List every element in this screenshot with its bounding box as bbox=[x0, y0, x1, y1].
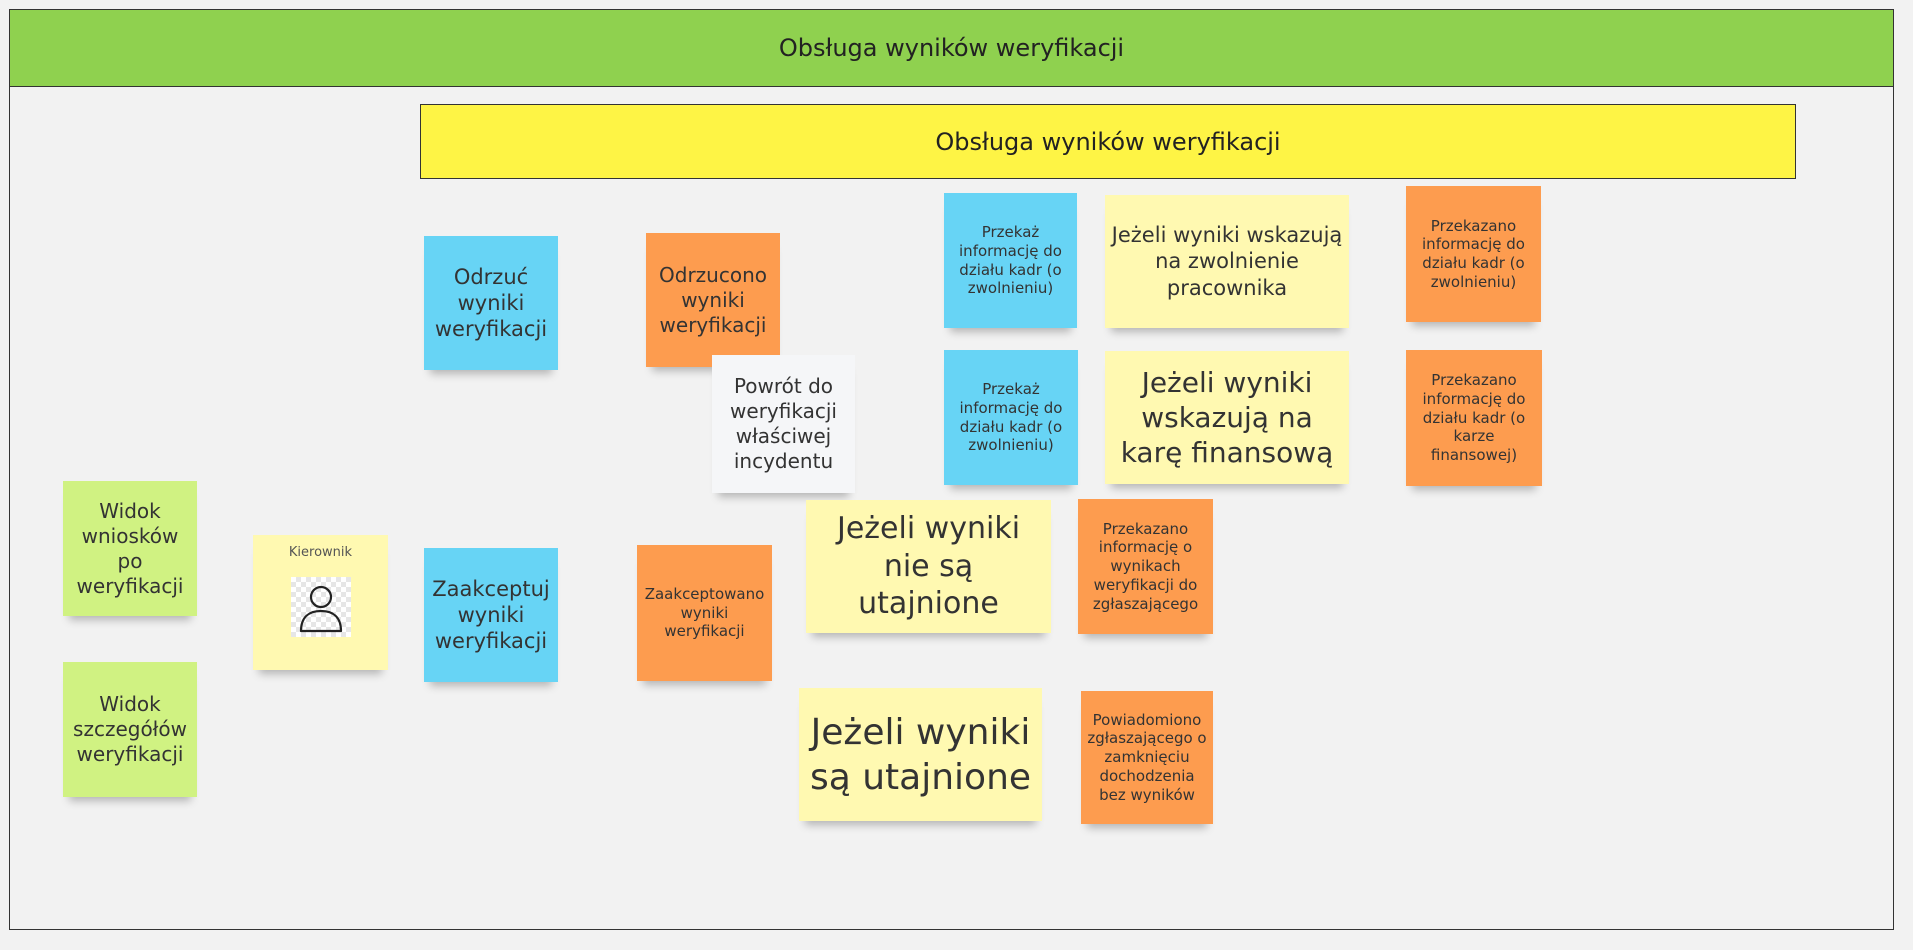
sticky-przekaz-2[interactable]: Przekaż informację do działu kadr (o zwo… bbox=[944, 350, 1078, 485]
sticky-jezeli-zwolnienie[interactable]: Jeżeli wyniki wskazują na zwolnienie pra… bbox=[1105, 195, 1349, 328]
sticky-przekaz-1[interactable]: Przekaż informację do działu kadr (o zwo… bbox=[944, 193, 1077, 328]
sticky-widok-szczegolow[interactable]: Widok szczegółów weryfikacji bbox=[63, 662, 197, 797]
sticky-odrzuc[interactable]: Odrzuć wyniki weryfikacji bbox=[424, 236, 558, 370]
sticky-przekazano-zwolnienie[interactable]: Przekazano informację do działu kadr (o … bbox=[1406, 186, 1541, 322]
sticky-kierownik[interactable]: Kierownik bbox=[253, 535, 388, 670]
sticky-przekazano-kara[interactable]: Przekazano informację do działu kadr (o … bbox=[1406, 350, 1542, 486]
sticky-zaakceptuj[interactable]: Zaakceptuj wyniki weryfikacji bbox=[424, 548, 558, 682]
sticky-jezeli-kara[interactable]: Jeżeli wyniki wskazują na karę finansową bbox=[1105, 351, 1349, 484]
board-header: Obsługa wyników weryfikacji bbox=[9, 9, 1894, 87]
lane-title: Obsługa wyników weryfikacji bbox=[420, 104, 1796, 179]
sticky-powrot[interactable]: Powrót do weryfikacji właściwej incydent… bbox=[712, 355, 855, 493]
kierownik-label: Kierownik bbox=[288, 545, 353, 560]
user-avatar-icon bbox=[290, 577, 351, 638]
sticky-widok-wnioskow[interactable]: Widok wniosków po weryfikacji bbox=[63, 481, 197, 616]
sticky-jezeli-utajnione[interactable]: Jeżeli wyniki są utajnione bbox=[799, 688, 1042, 821]
sticky-powiadomiono[interactable]: Powiadomiono zgłaszającego o zamknięciu … bbox=[1081, 691, 1213, 824]
sticky-zaakceptowano[interactable]: Zaakceptowano wyniki weryfikacji bbox=[637, 545, 772, 681]
sticky-przekazano-zglaszajacy[interactable]: Przekazano informację o wynikach weryfik… bbox=[1078, 499, 1213, 634]
sticky-odrzucono[interactable]: Odrzucono wyniki weryfikacji bbox=[646, 233, 780, 367]
sticky-jezeli-nie-utajnione[interactable]: Jeżeli wyniki nie są utajnione bbox=[806, 500, 1051, 633]
